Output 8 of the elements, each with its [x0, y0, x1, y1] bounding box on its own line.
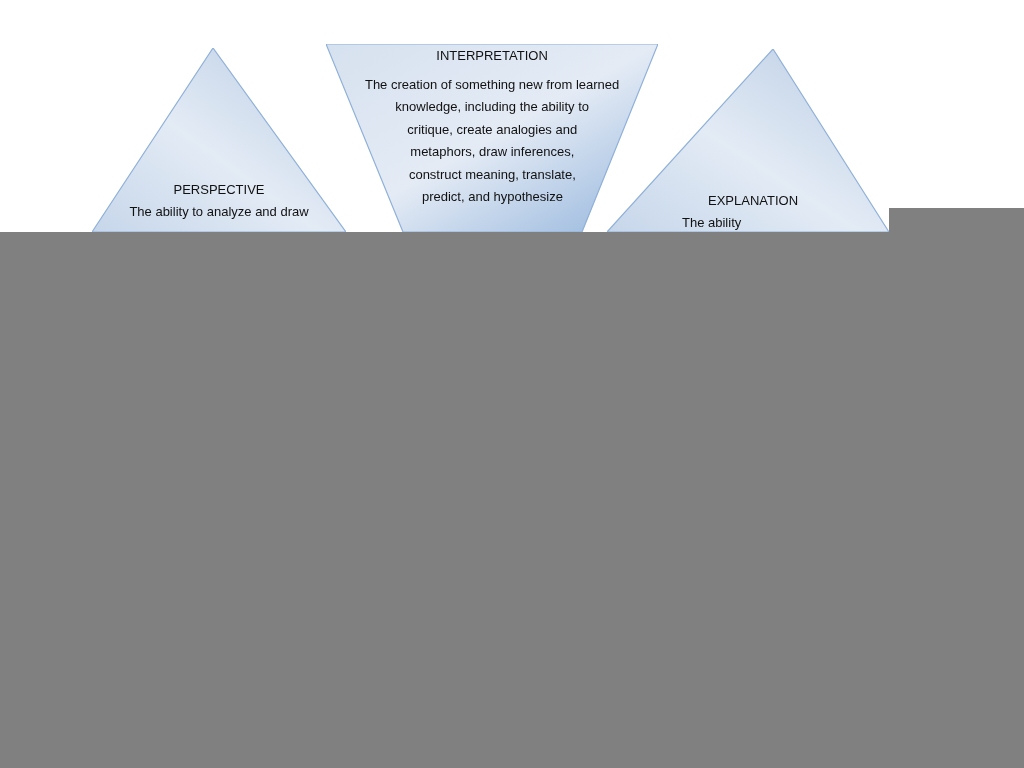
inverted-triangle-panel	[326, 44, 658, 232]
triangle-heading: INTERPRETATION	[436, 48, 548, 63]
description-text: The ability	[682, 215, 742, 230]
triangle-heading: EXPLANATION	[707, 193, 799, 208]
description-text: The creation of something new from learned knowledge, including the ability to critique, create analogies and metaphors, draw inferences, construct meaning, translate, predict, and hypothesize	[364, 77, 620, 205]
triangle-panel	[92, 48, 346, 232]
triangle-heading: PERSPECTIVE	[173, 182, 265, 197]
description-text: The ability to analyze and draw	[129, 204, 309, 219]
